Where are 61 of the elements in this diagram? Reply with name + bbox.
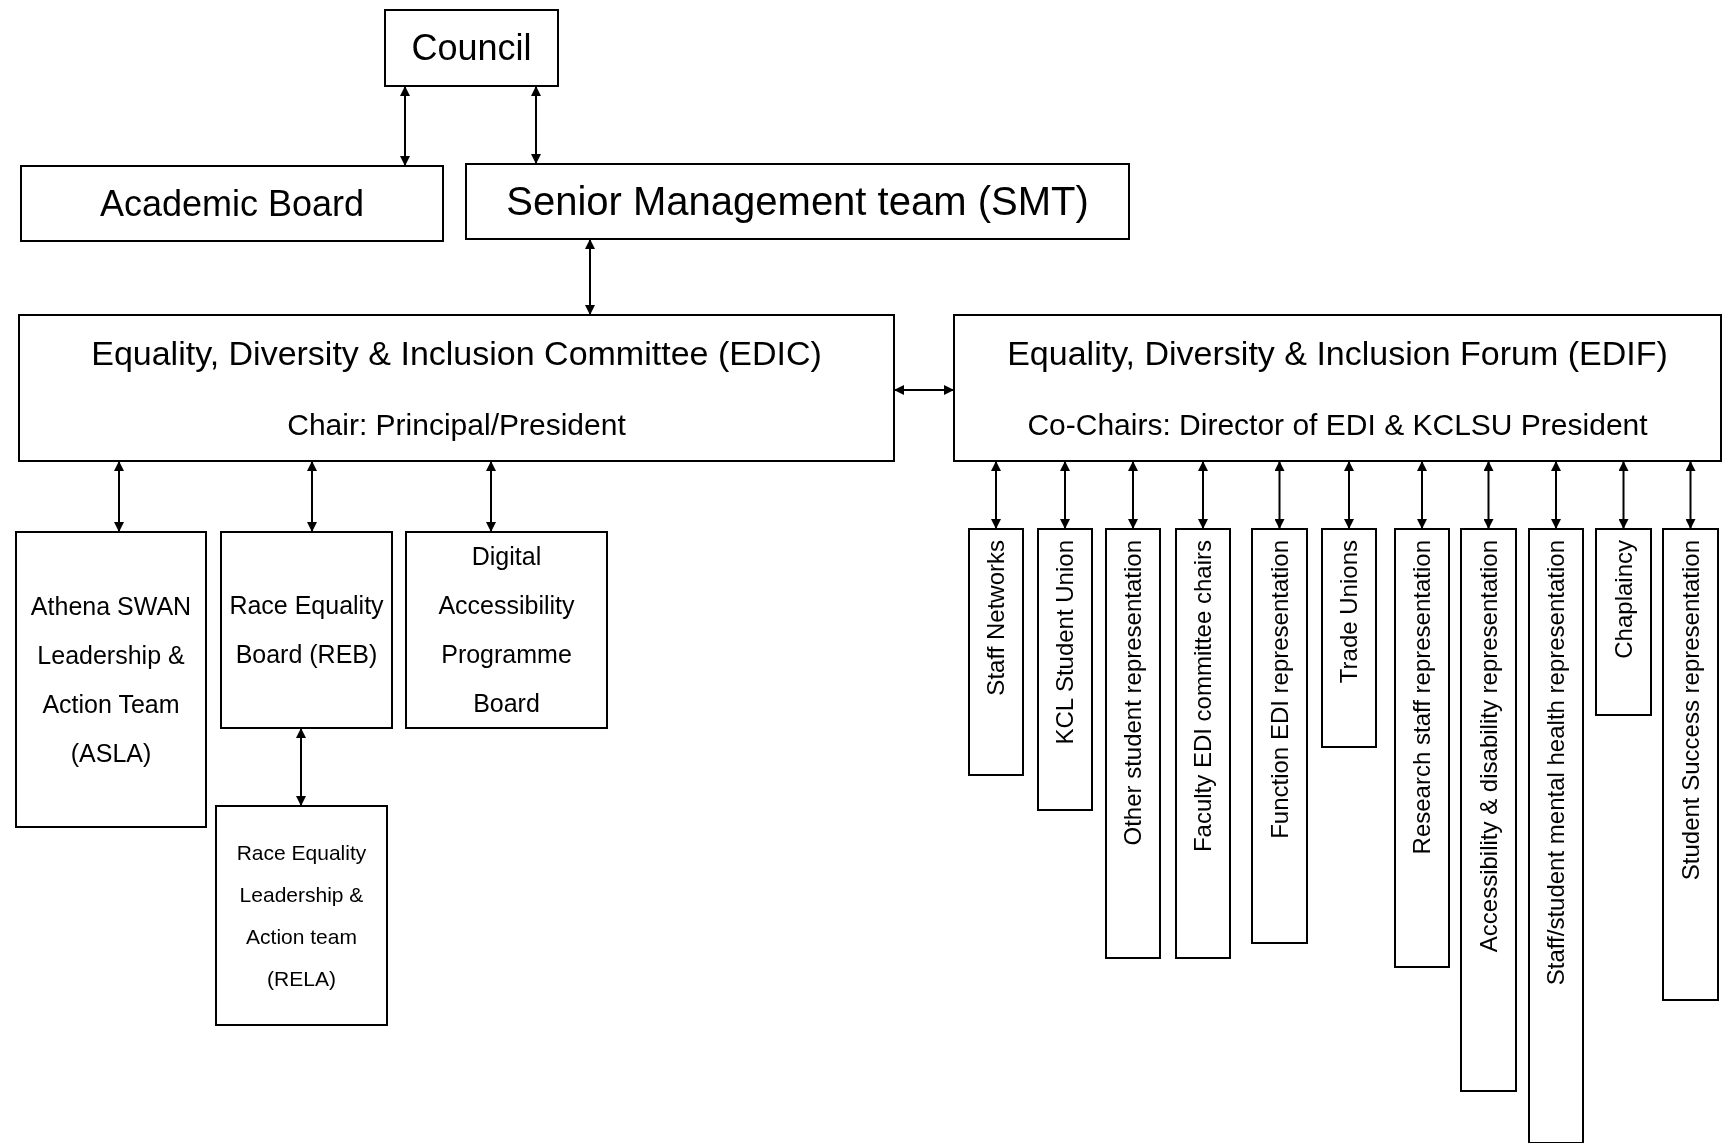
node-label: Race Equality Leadership & Action team (RELA)	[235, 839, 368, 992]
double-arrow	[296, 728, 306, 806]
group-box	[215, 805, 388, 1026]
node-label: Student Success representation	[1676, 540, 1705, 881]
representation-box	[1251, 528, 1308, 944]
group-box	[15, 531, 207, 828]
node-subtitle: Co-Chairs: Director of EDI & KCLSU President	[1027, 408, 1648, 443]
double-arrow	[991, 461, 1001, 529]
representation-box	[1175, 528, 1231, 959]
node-label: Accessibility & disability representation	[1474, 540, 1503, 953]
group-box	[405, 531, 608, 729]
node-label: Digital Accessibility Programme Board	[437, 541, 576, 719]
node-label: Athena SWAN Leadership & Action Team (ASLA)	[29, 590, 193, 769]
representation-box	[968, 528, 1024, 776]
node-label: Other student representation	[1119, 540, 1147, 846]
management-box	[465, 163, 1130, 240]
double-arrow	[1618, 461, 1629, 529]
node-label: Function EDI representation	[1265, 540, 1294, 839]
double-arrow	[585, 239, 595, 315]
node-label: KCL Student Union	[1051, 540, 1079, 745]
representation-box	[1595, 528, 1652, 716]
double-arrow	[894, 385, 954, 395]
double-arrow	[1685, 461, 1696, 529]
double-arrow	[1483, 461, 1494, 529]
representation-box	[1321, 528, 1377, 748]
representation-box	[1460, 528, 1517, 1092]
node-label: Academic Board	[99, 182, 365, 225]
double-arrow	[486, 461, 496, 532]
node-label: Equality, Diversity & Inclusion Committee (EDIC)	[91, 333, 822, 373]
double-arrow	[1198, 461, 1208, 529]
representation-box	[1394, 528, 1450, 968]
double-arrow	[114, 461, 124, 532]
representation-box	[1105, 528, 1161, 959]
node-label: Equality, Diversity & Inclusion Forum (EDIF)	[1007, 333, 1668, 373]
node-label: Senior Management team (SMT)	[506, 179, 1089, 224]
double-arrow	[1128, 461, 1138, 529]
representation-box	[1037, 528, 1093, 811]
node-label: Council	[411, 27, 532, 69]
node-label: Faculty EDI committee chairs	[1189, 540, 1217, 853]
council-box	[384, 9, 559, 87]
node-subtitle: Chair: Principal/President	[287, 408, 626, 443]
double-arrow	[1417, 461, 1427, 529]
node-label: Staff Networks	[982, 540, 1010, 696]
double-arrow	[307, 461, 317, 532]
node-label: Race Equality Board (REB)	[228, 590, 385, 670]
node-label: Staff/student mental health representation	[1542, 540, 1570, 986]
committee-box	[18, 314, 895, 462]
node-label: Research staff representation	[1408, 540, 1436, 855]
forum-box	[953, 314, 1722, 462]
board-box	[20, 165, 444, 242]
double-arrow	[1060, 461, 1070, 529]
representation-box	[1662, 528, 1719, 1001]
double-arrow	[1551, 461, 1561, 529]
double-arrow	[531, 86, 541, 164]
node-label: Chaplaincy	[1609, 540, 1638, 659]
representation-box	[1528, 528, 1584, 1143]
double-arrow	[1344, 461, 1354, 529]
double-arrow	[1274, 461, 1285, 529]
node-label: Trade Unions	[1335, 540, 1363, 684]
double-arrow	[400, 86, 410, 166]
group-box	[220, 531, 393, 729]
